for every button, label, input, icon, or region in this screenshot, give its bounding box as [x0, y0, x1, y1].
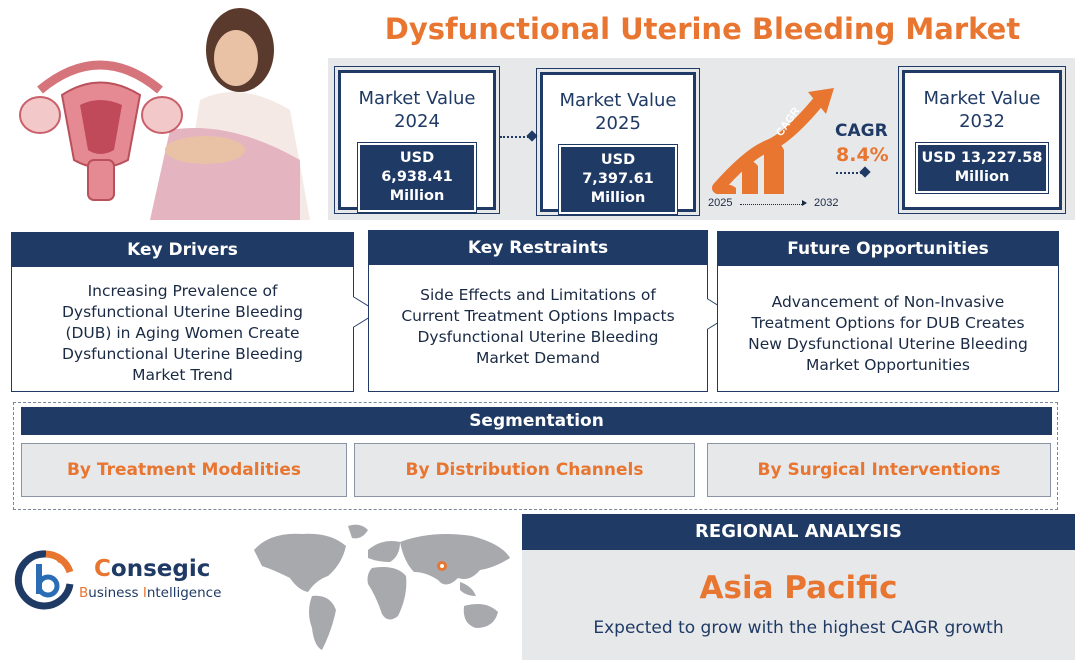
consegic-logo-icon [10, 544, 82, 616]
market-value-amount: USD 7,397.61 Million [558, 144, 678, 215]
world-map [250, 520, 516, 656]
logo-subtitle: Business Intelligence [79, 585, 221, 601]
cagr-start-year: 2025 [708, 197, 733, 209]
market-value-card-2025: Market Value 2025 USD 7,397.61 Million [536, 68, 700, 216]
hero-illustration [0, 0, 325, 220]
market-value-amount: USD 6,938.41 Million [357, 142, 477, 213]
connector-dots [836, 172, 862, 174]
segment-surgical-interventions: By Surgical Interventions [707, 443, 1051, 497]
region-description: Expected to grow with the highest CAGR g… [593, 618, 1004, 638]
key-restraints-box: Key Restraints Side Effects and Limitati… [368, 230, 708, 392]
logo-sub-b: B [79, 585, 89, 601]
logo-letter-c: C [94, 556, 111, 582]
segmentation-heading: Segmentation [21, 407, 1052, 435]
logo-name: Consegic [94, 556, 210, 582]
market-value-label: Market Value 2025 [559, 90, 677, 134]
market-value-card-2024: Market Value 2024 USD 6,938.41 Million [334, 66, 500, 214]
cagr-year-arrowhead [802, 200, 807, 206]
segment-distribution-channels: By Distribution Channels [354, 443, 695, 497]
page-title: Dysfunctional Uterine Bleeding Market [384, 12, 1021, 46]
region-name: Asia Pacific [699, 570, 898, 606]
market-value-card-2032: Market Value 2032 USD 13,227.58 Million [898, 66, 1066, 214]
regional-analysis-heading: REGIONAL ANALYSIS [522, 514, 1075, 550]
world-map-icon [254, 524, 510, 650]
cagr-arrow-icon [712, 88, 834, 194]
market-value-label: Market Value 2032 [923, 88, 1041, 132]
cagr-end-year: 2032 [814, 197, 839, 209]
uterus-woman-illustration [0, 0, 325, 220]
future-opportunities-box: Future Opportunities Advancement of Non-… [717, 231, 1059, 392]
key-restraints-heading: Key Restraints [369, 231, 707, 265]
key-drivers-box: Key Drivers Increasing Prevalence of Dys… [11, 232, 354, 392]
cagr-label: CAGR [835, 121, 888, 141]
regional-analysis-panel [522, 550, 1075, 660]
market-value-amount: USD 13,227.58 Million [915, 142, 1049, 194]
future-opportunities-text: Advancement of Non-Invasive Treatment Op… [748, 293, 1028, 374]
cagr-graphic [708, 84, 838, 210]
logo-name-rest: onsegic [110, 556, 211, 582]
key-drivers-text: Increasing Prevalence of Dysfunctional U… [62, 282, 303, 384]
cagr-value: 8.4% [836, 144, 889, 166]
market-value-label: Market Value 2024 [358, 88, 476, 132]
logo-sub-1: usiness [88, 585, 143, 601]
key-restraints-text: Side Effects and Limitations of Current … [401, 286, 675, 367]
key-drivers-heading: Key Drivers [12, 233, 353, 267]
future-opportunities-heading: Future Opportunities [718, 232, 1058, 266]
logo-mark-icon [14, 550, 74, 610]
segment-treatment-modalities: By Treatment Modalities [21, 443, 347, 497]
cagr-year-dots [740, 204, 804, 205]
segmentation-section [13, 402, 1058, 510]
connector-dots [500, 136, 532, 138]
logo-sub-2: ntelligence [146, 585, 222, 601]
logo-sub-i: I [142, 585, 147, 601]
